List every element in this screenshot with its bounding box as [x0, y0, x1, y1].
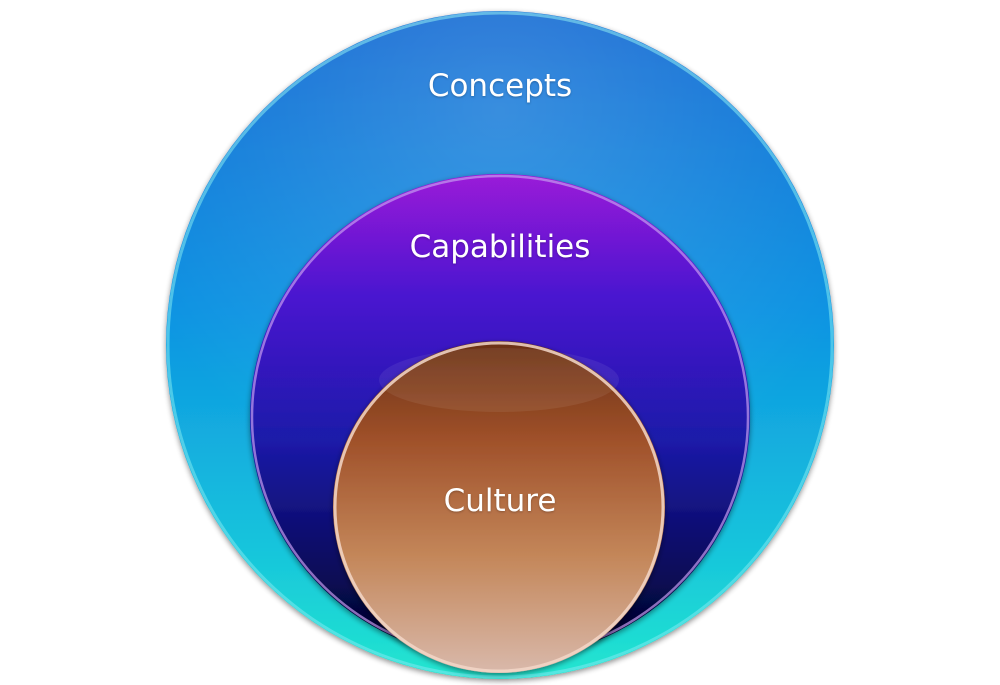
concepts-label: Concepts — [427, 68, 573, 104]
capabilities-label: Capabilities — [409, 229, 591, 265]
inner-circle-culture — [333, 341, 665, 673]
culture-label: Culture — [443, 483, 557, 519]
